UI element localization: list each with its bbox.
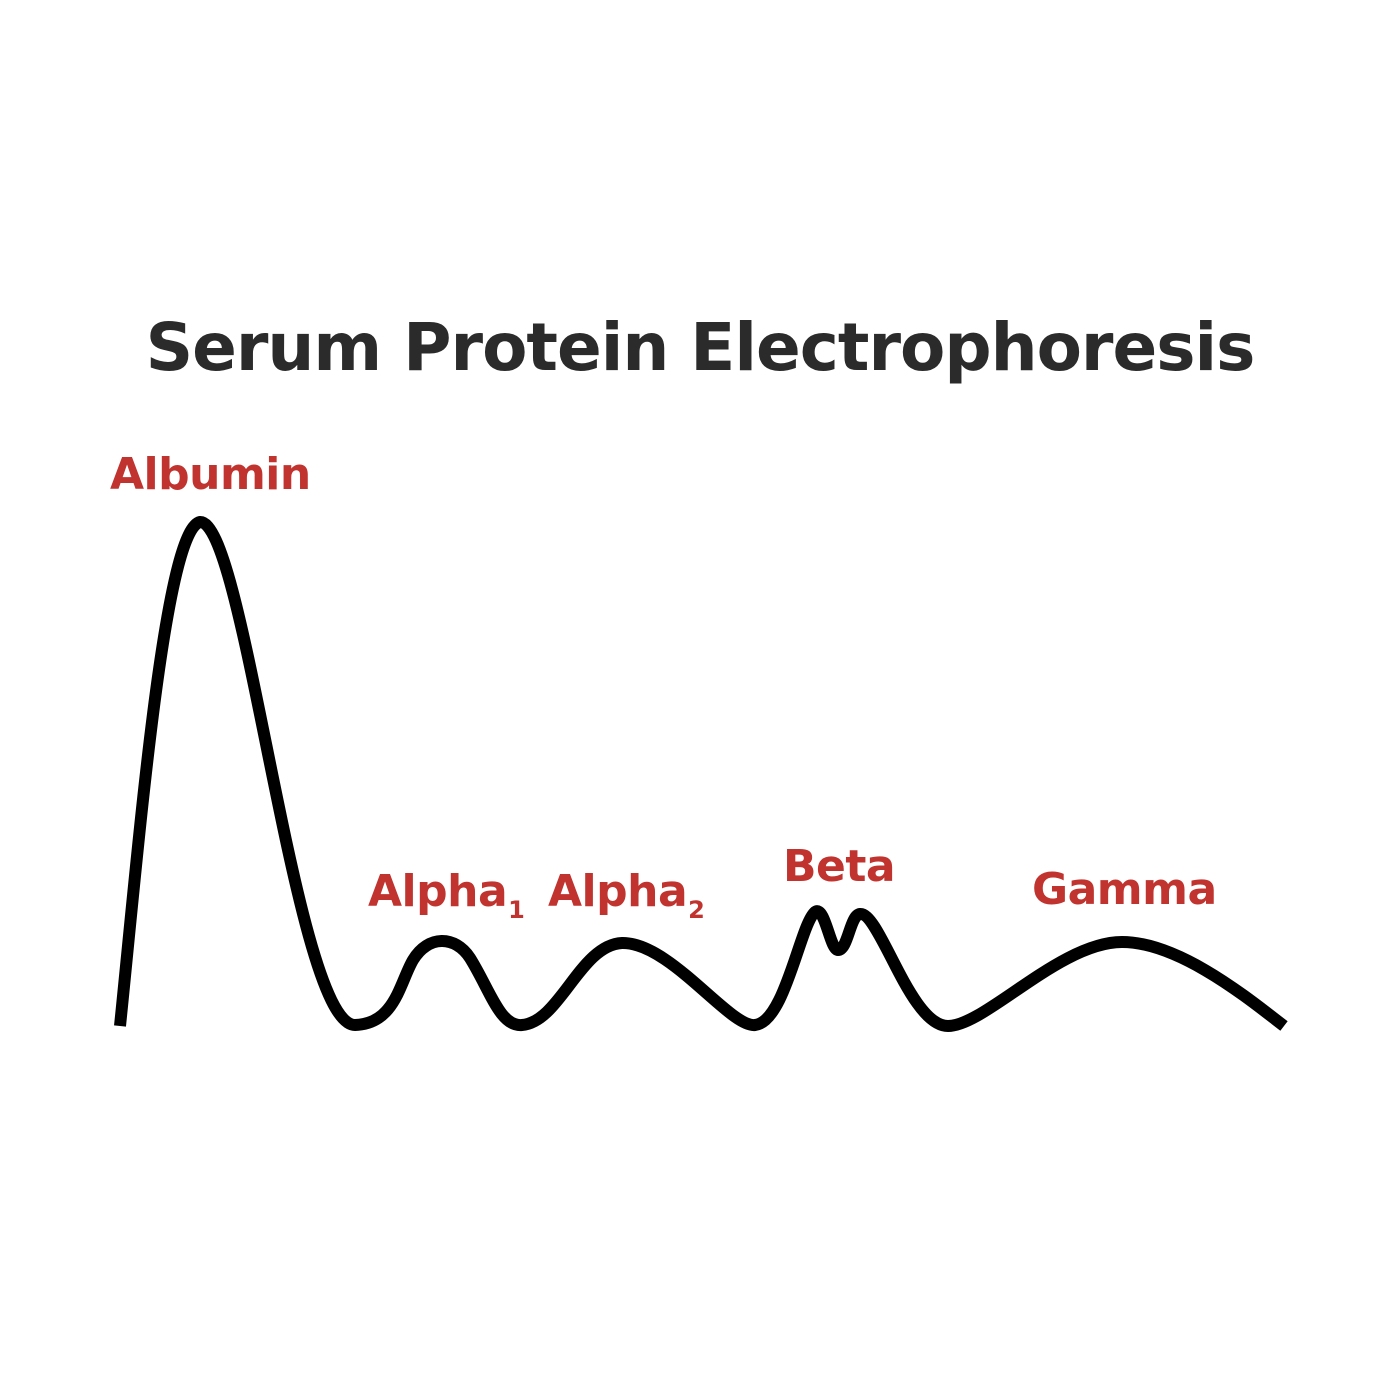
albumin-label-text: Albumin (110, 449, 311, 500)
alpha2-label: Alpha2 (548, 866, 705, 923)
alpha1-label-subscript: 1 (508, 896, 525, 924)
alpha1-label-text: Alpha (368, 866, 508, 917)
albumin-label: Albumin (110, 450, 311, 500)
beta-label: Beta (783, 841, 896, 892)
alpha2-label-text: Alpha (548, 866, 688, 917)
beta-label-text: Beta (783, 841, 896, 892)
gamma-label-text: Gamma (1032, 864, 1217, 915)
diagram-title: Serum Protein Electrophoresis (145, 309, 1256, 386)
gamma-label: Gamma (1032, 865, 1217, 915)
alpha1-label: Alpha1 (368, 866, 525, 923)
alpha2-label-subscript: 2 (688, 896, 705, 924)
electrophoresis-curve (114, 515, 1288, 1032)
